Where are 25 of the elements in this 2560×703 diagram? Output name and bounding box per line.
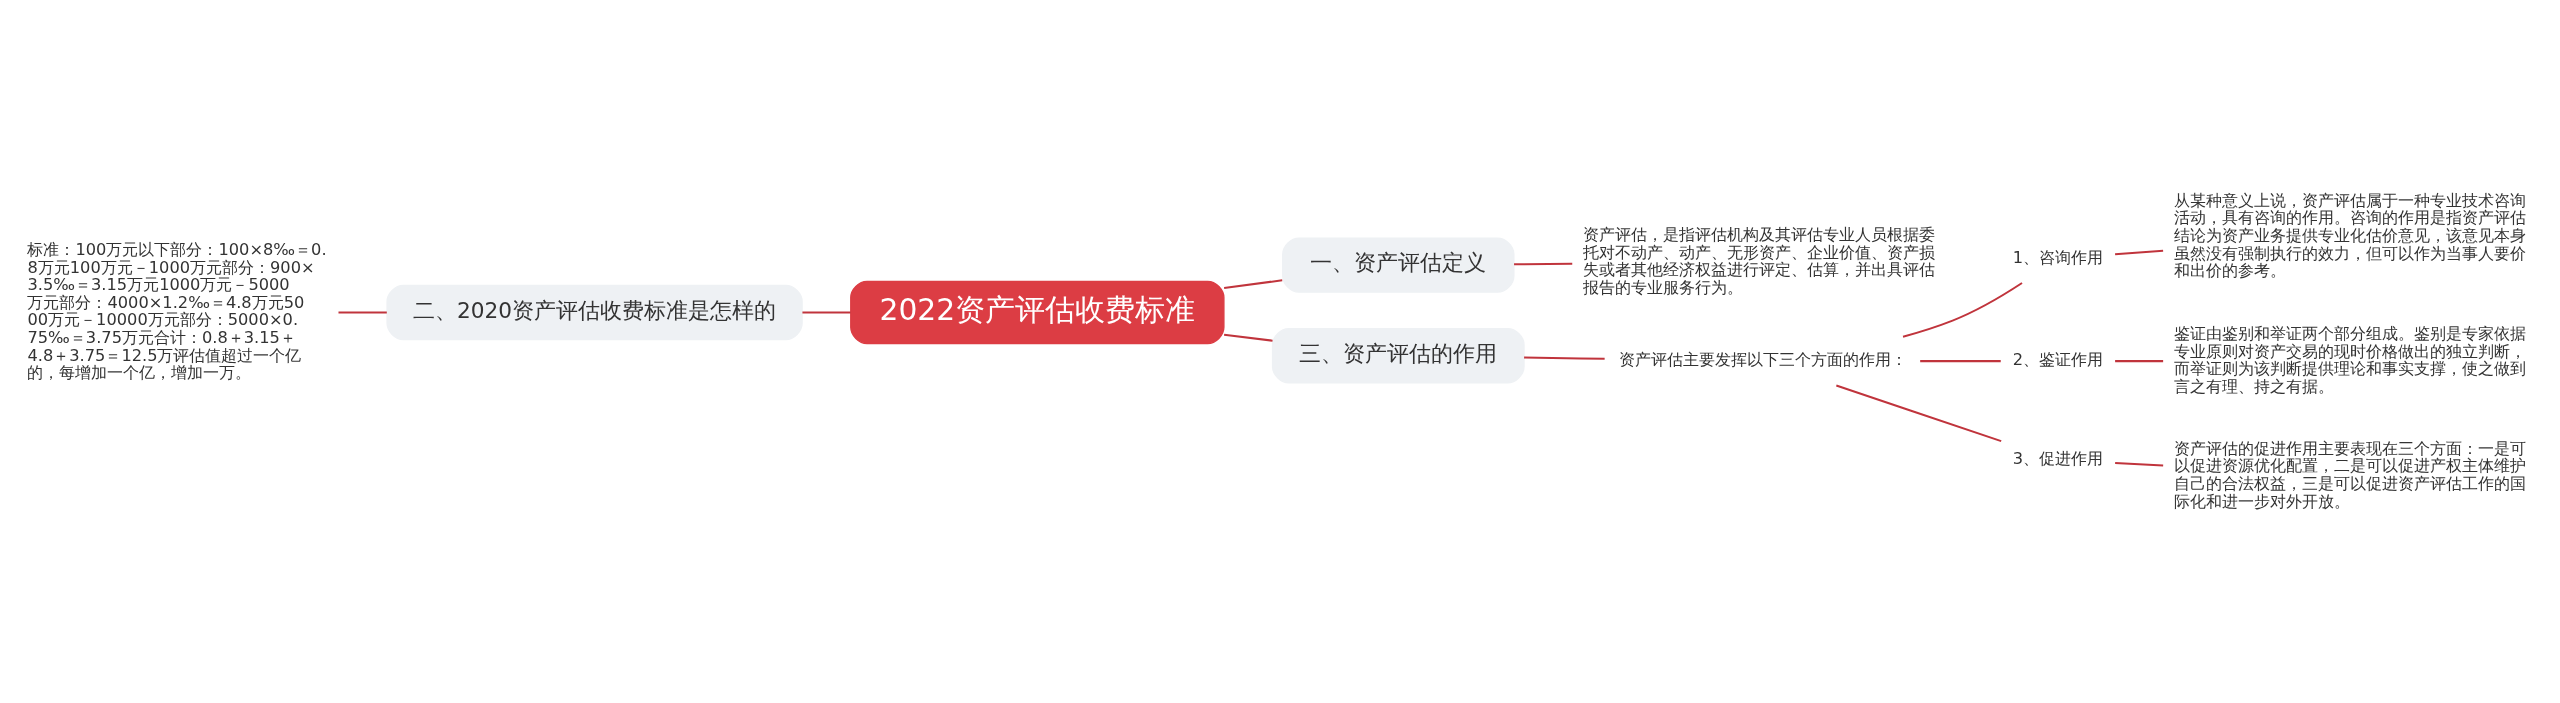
- connector: [1514, 262, 1573, 265]
- connector: [2115, 461, 2164, 467]
- connector: [1524, 356, 1605, 360]
- node-box: 一、资产评估定义: [1282, 236, 1515, 293]
- connector: [2115, 359, 2164, 362]
- node-box: 2022资产评估收费标准: [850, 280, 1225, 344]
- connector: [2115, 249, 2164, 255]
- connector: [802, 310, 851, 313]
- node-text: 从某种意义上说，资产评估属于一种专业技术咨询活动，具有咨询的作用。咨询的作用是指资产评估结论为资产业务提供专业化估价意见，该意见本身虽然没有强制执行的效力，但可以作为当事人要价和出价的参考。: [2174, 190, 2527, 280]
- connector: [1836, 384, 2002, 442]
- connector: [1223, 278, 1283, 289]
- node-text: 鉴证由鉴别和举证两个部分组成。鉴别是专家依据专业原则对资产交易的现时价格做出的独立判断，而举证则为该判断提供理论和事实支撑，使之做到言之有理、持之有据。: [2174, 323, 2527, 396]
- node-text: 资产评估主要发挥以下三个方面的作用：: [1618, 349, 1907, 369]
- connector: [1224, 333, 1273, 342]
- node-text: 标准：100万元以下部分：100×8‰＝0.8万元100万元－1000万元部分：900×3.5‰＝3.15万元1000万元－5000万元部分：4000×1.2‰＝4.8万元5000万元－10000万元部分：5000×0.75‰＝3.75万元合计：0.8＋3.15＋4.8＋3.75＝12.5万评估值超过一个亿的，每增加一个亿，增加一万。: [27, 239, 327, 382]
- connector: [1920, 359, 2001, 362]
- node-text: 资产评估，是指评估机构及其评估专业人员根据委托对不动产、动产、无形资产、企业价值、资产损失或者其他经济权益进行评定、估算，并出具评估报告的专业服务行为。: [1583, 224, 1936, 297]
- node-text: 资产评估的促进作用主要表现在三个方面：一是可以促进资源优化配置，二是可以促进产权主体维护自己的合法权益，三是可以促进资产评估工作的国际化和进一步对外开放。: [2174, 438, 2527, 511]
- node-text: 2、鉴证作用: [2012, 349, 2104, 369]
- connector: [1902, 281, 2023, 338]
- node-text: 1、咨询作用: [2012, 247, 2104, 267]
- node-box: 三、资产评估的作用: [1271, 327, 1525, 383]
- connector: [338, 310, 387, 313]
- node-box: 二、2020资产评估收费标准是怎样的: [386, 284, 803, 340]
- node-text: 3、促进作用: [2012, 448, 2104, 468]
